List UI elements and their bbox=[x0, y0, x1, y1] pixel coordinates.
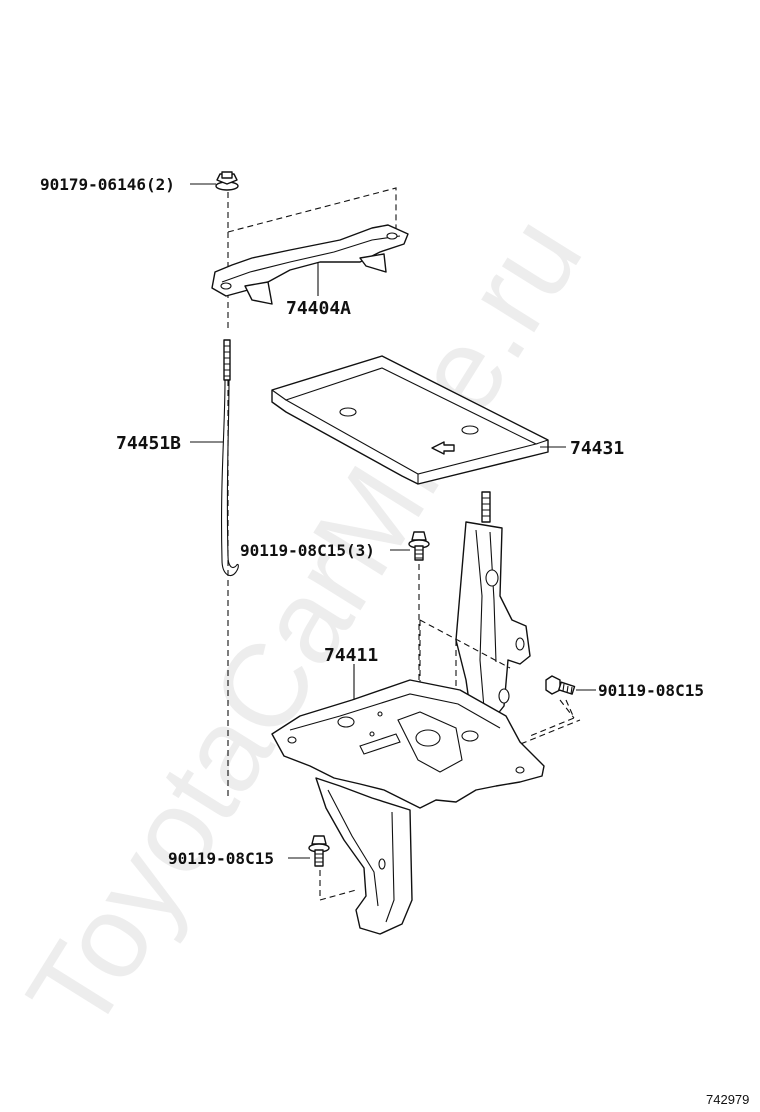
vertical-bracket-icon[interactable] bbox=[455, 491, 531, 727]
tray-label[interactable]: 74431 bbox=[570, 438, 624, 459]
nut-top-label[interactable]: 90179-06146(2) bbox=[40, 175, 175, 194]
carrier-label[interactable]: 74411 bbox=[324, 645, 378, 666]
clamp-part-icon[interactable] bbox=[211, 224, 409, 305]
bolt-right-phantom bbox=[529, 699, 575, 737]
rod-part-icon[interactable] bbox=[220, 339, 239, 577]
rod-label[interactable]: 74451B bbox=[116, 433, 181, 454]
clamp-label[interactable]: 74404A bbox=[286, 298, 351, 319]
carrier-part-icon[interactable] bbox=[271, 679, 545, 935]
diagram-reference-number: 742979 bbox=[706, 1092, 749, 1107]
bolt-bottom-label[interactable]: 90119-08C15 bbox=[168, 849, 274, 868]
bolt-mid-icon[interactable] bbox=[408, 531, 430, 561]
bolt-mid-label[interactable]: 90119-08C15(3) bbox=[240, 541, 375, 560]
bolt-right-label[interactable]: 90119-08C15 bbox=[598, 681, 704, 700]
nut-top-icon[interactable] bbox=[215, 171, 239, 191]
bolt-right-icon[interactable] bbox=[545, 675, 576, 695]
tray-part-icon[interactable] bbox=[271, 355, 549, 485]
bolt-bottom-icon[interactable] bbox=[308, 835, 330, 867]
